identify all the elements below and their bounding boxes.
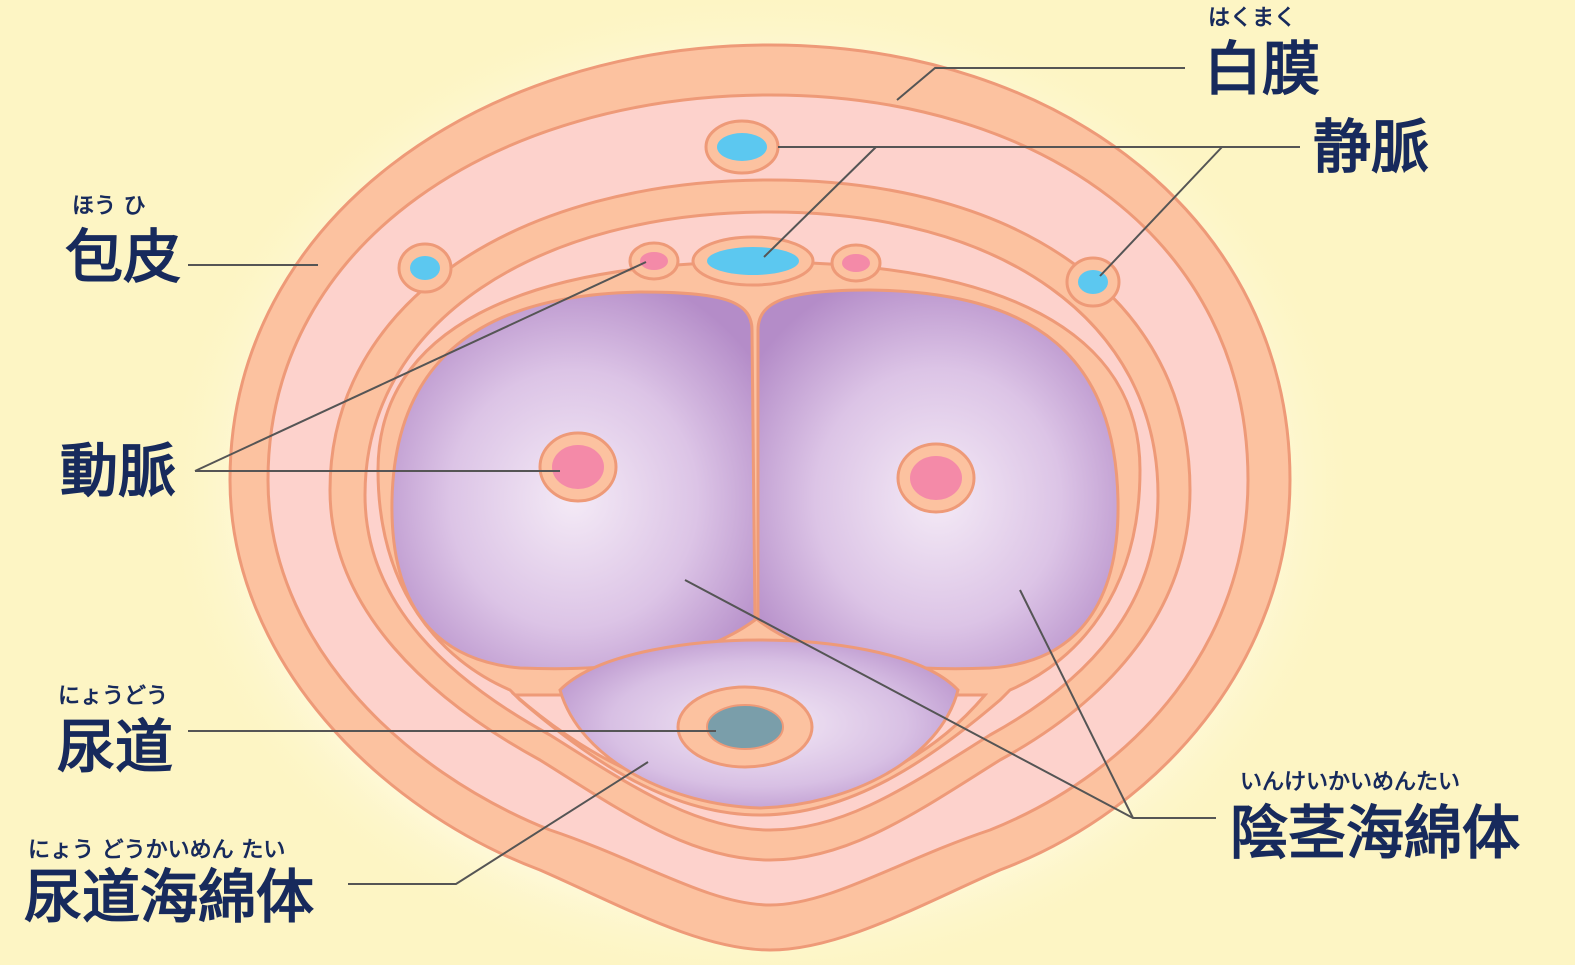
deep-dorsal-vein-lumen bbox=[707, 247, 799, 275]
veins-label: 静脈 bbox=[1313, 118, 1429, 176]
tunica-albuginea-label: 白膜 bbox=[1204, 40, 1320, 98]
superficial-dorsal-vein-lumen bbox=[717, 133, 767, 161]
dorsal-artery-right-lumen bbox=[842, 254, 870, 272]
deep-artery-left-lumen bbox=[552, 445, 604, 489]
foreskin-label: 包皮 bbox=[65, 228, 181, 286]
corpus-cavernosum-reading: いんけいかいめんたい bbox=[1240, 772, 1460, 794]
lateral-vein-left-lumen bbox=[410, 256, 440, 280]
arteries-label: 動脈 bbox=[60, 442, 176, 500]
tunica-albuginea-reading: はくまく bbox=[1208, 8, 1296, 30]
dorsal-artery-left-lumen bbox=[640, 252, 668, 270]
urethra-lumen bbox=[707, 705, 783, 749]
deep-artery-right-lumen bbox=[910, 456, 962, 500]
corpus-spongiosum-reading: にょう どうかいめん たい bbox=[28, 840, 285, 862]
corpus-spongiosum-label: 尿道海綿体 bbox=[24, 868, 314, 926]
urethra-label: 尿道 bbox=[57, 718, 173, 776]
corpus-cavernosum-label: 陰茎海綿体 bbox=[1230, 804, 1520, 862]
foreskin-reading: ほう ひ bbox=[72, 196, 146, 218]
urethra-reading: にょうどう bbox=[58, 686, 168, 708]
